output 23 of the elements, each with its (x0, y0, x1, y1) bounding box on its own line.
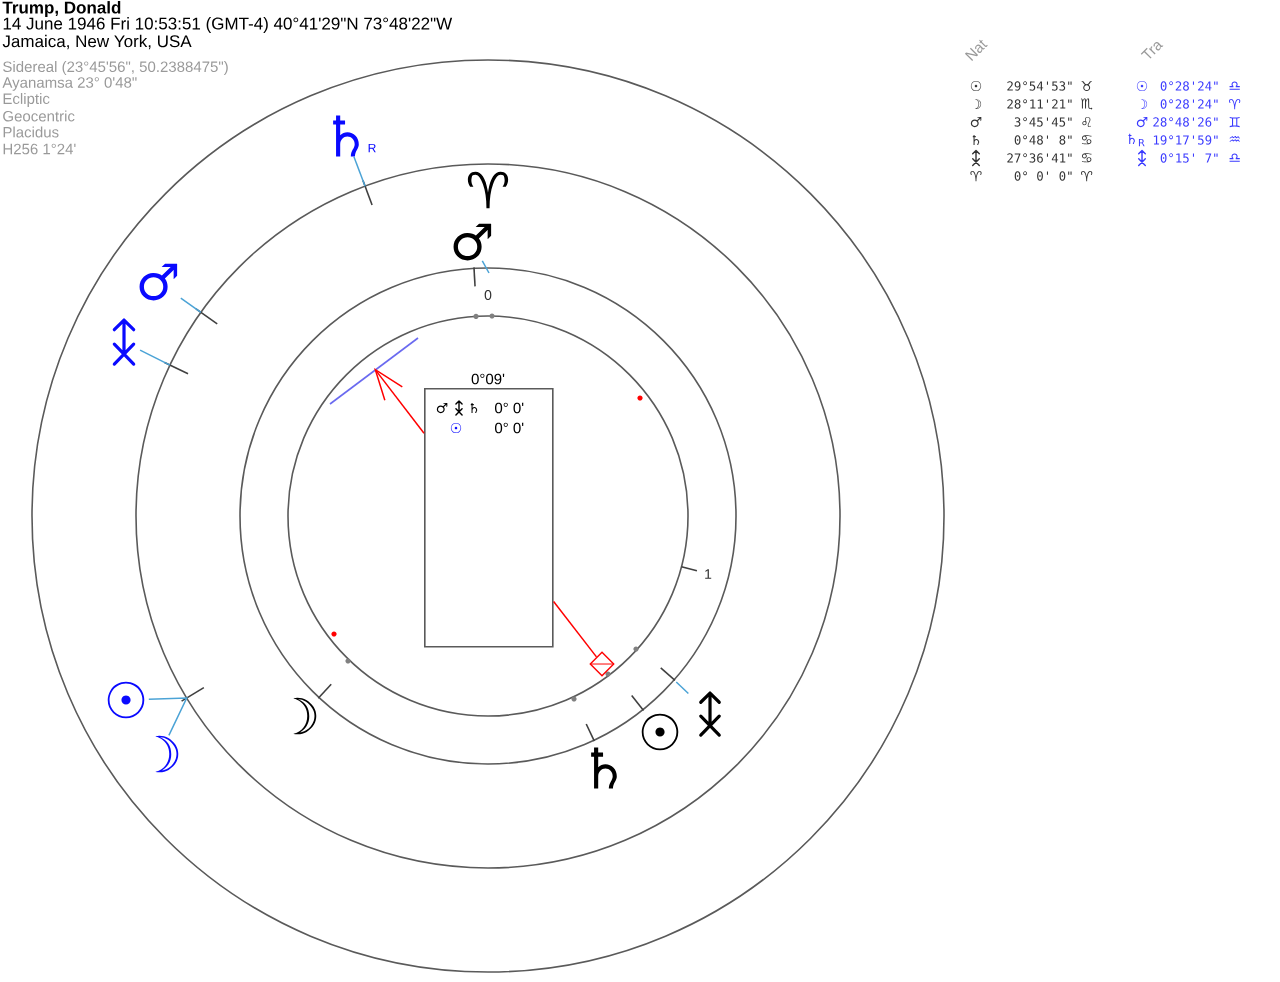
leader-line (353, 156, 366, 187)
glyph-icon (699, 691, 721, 737)
planet-symbol: ♂ (139, 263, 178, 301)
leader-line (675, 681, 690, 695)
planet-symbol: ☽ (293, 697, 317, 735)
planet-symbol: ☽ (155, 735, 179, 773)
planet-symbol: ♄ (333, 115, 359, 157)
header-line: Jamaica, New York, USA (2, 34, 192, 50)
connector-line (552, 600, 598, 658)
planet-symbol: ☉ (641, 713, 679, 751)
leader-line (180, 297, 202, 314)
diamond-marker (589, 651, 615, 677)
planet-symbol: ☉ (107, 681, 145, 719)
arrow (374, 368, 425, 435)
planet-symbol: ♂ (453, 223, 492, 261)
leader-line (139, 349, 171, 366)
leader-line (481, 260, 490, 274)
connector-line (148, 697, 188, 737)
chart-title: Trump, Donald (2, 1, 121, 17)
planet-symbol: ♈ (467, 171, 509, 209)
header-line: 14 June 1946 Fri 10:53:51 (GMT-4) 40°41'29"N 73°48'22"W (3, 17, 453, 33)
planet-symbol: ♄ (591, 747, 617, 789)
glyph-icon (112, 318, 136, 366)
